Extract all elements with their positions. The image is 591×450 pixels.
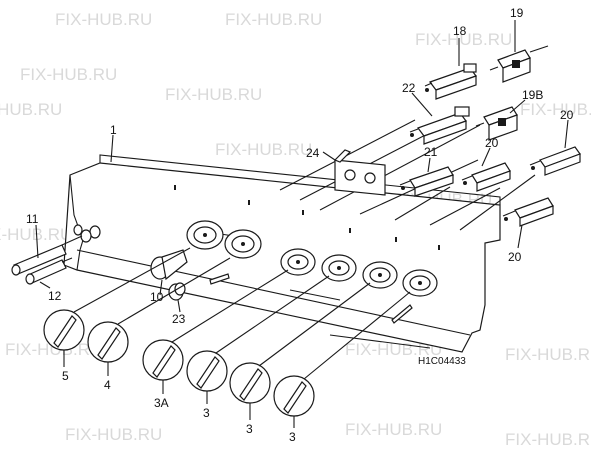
watermark-text: FIX-HUB.RU xyxy=(215,140,312,159)
knob-socket xyxy=(321,254,357,282)
label-part-11: 11 xyxy=(26,212,39,226)
knob-3-third xyxy=(273,375,315,428)
knob-socket xyxy=(280,248,316,276)
knob-leader-lines xyxy=(73,247,411,380)
switch-20-middle xyxy=(461,162,511,192)
knob-3-second xyxy=(229,362,271,420)
knob-3a xyxy=(142,339,184,394)
drawing-code: H1C04433 xyxy=(418,356,466,367)
watermark-text: FIX-HUB.RU xyxy=(415,30,512,49)
watermark-text: FIX-HUB.RU xyxy=(225,10,322,29)
screw xyxy=(209,273,230,285)
switch-20-lower xyxy=(502,197,554,227)
watermark-text: FIX-HUB.RU xyxy=(505,430,591,449)
label-part-19: 19 xyxy=(510,6,524,20)
knob-socket xyxy=(186,220,224,250)
control-panel xyxy=(63,154,501,353)
label-part-24: 24 xyxy=(306,146,320,160)
label-part-10: 10 xyxy=(150,290,164,304)
switch-21 xyxy=(399,166,454,197)
knob-socket xyxy=(224,229,262,259)
switch-19b xyxy=(475,106,518,141)
knob-socket xyxy=(402,269,438,297)
label-part-18: 18 xyxy=(453,24,467,38)
switch-18 xyxy=(424,63,477,100)
watermark-text: FIX-HUB.RU xyxy=(20,65,117,84)
watermark-text: FIX-HUB.RU xyxy=(55,10,152,29)
label-part-22: 22 xyxy=(402,81,416,95)
watermark-text: FIX-HUB.RU xyxy=(65,425,162,444)
label-part-23: 23 xyxy=(172,312,186,326)
label-part-20: 20 xyxy=(485,136,499,150)
indicator-lamp-12 xyxy=(25,257,73,285)
knob-3-first xyxy=(186,350,228,404)
label-part-20: 20 xyxy=(560,108,574,122)
knob-socket xyxy=(362,261,398,289)
label-part-20: 20 xyxy=(508,250,522,264)
watermark-text: FIX-HUB.RU xyxy=(165,85,262,104)
watermark-text: FIX-HUB.RU xyxy=(345,420,442,439)
label-part-3: 3 xyxy=(246,422,253,436)
watermark-text: FIX-HUB.RU xyxy=(505,345,591,364)
bracket-24 xyxy=(333,149,386,196)
part-labels: 1 18 19 22 19B 20 20 21 20 24 11 12 10 2… xyxy=(26,6,574,444)
knob-5 xyxy=(43,309,85,367)
label-part-3: 3 xyxy=(203,406,210,420)
label-part-4: 4 xyxy=(104,378,111,392)
screw xyxy=(391,304,413,324)
label-part-3: 3 xyxy=(289,430,296,444)
label-part-19b: 19B xyxy=(522,88,543,102)
label-part-12: 12 xyxy=(48,289,62,303)
switch-19 xyxy=(489,45,549,83)
indicator-lamp-11 xyxy=(11,229,92,276)
switch-22 xyxy=(409,106,470,145)
watermark-text: FIX-HUB.RU xyxy=(345,340,442,359)
label-leader-lines xyxy=(35,20,569,313)
label-part-3a: 3A xyxy=(154,396,169,410)
label-part-1: 1 xyxy=(110,123,117,137)
switch-20-upper xyxy=(529,146,581,176)
label-part-5: 5 xyxy=(62,369,69,383)
watermark-text: FIX-HUB.RU xyxy=(520,100,591,119)
label-part-21: 21 xyxy=(424,145,438,159)
knob-4 xyxy=(87,321,129,376)
watermark-text: FIX-HUB.RU xyxy=(0,100,62,119)
